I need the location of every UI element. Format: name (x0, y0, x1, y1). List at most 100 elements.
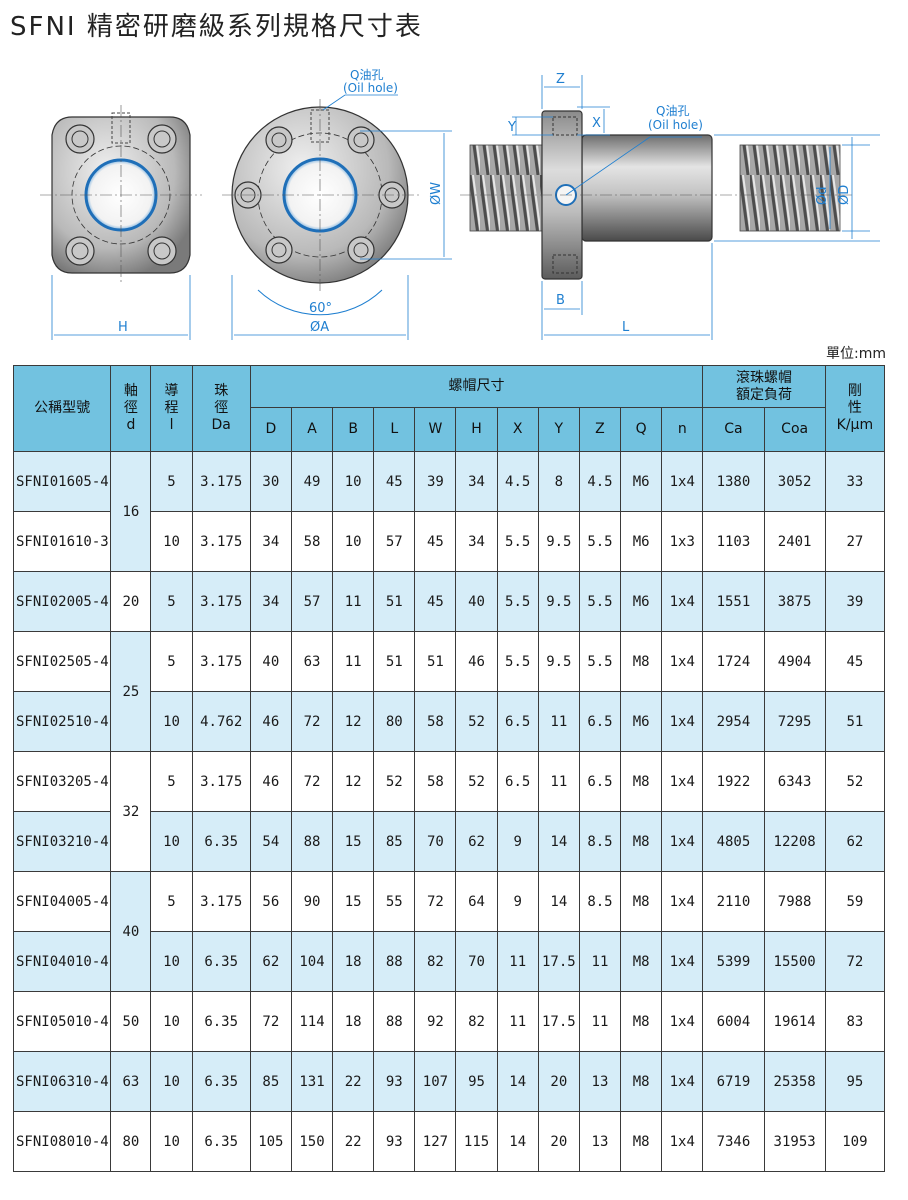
cell-B: 15 (332, 871, 375, 932)
cell-A: 104 (290, 931, 334, 992)
cell-Q: M8 (620, 931, 663, 992)
cell-da: 3.175 (191, 871, 251, 932)
cell-B: 10 (332, 451, 375, 512)
cell-k: 33 (824, 451, 886, 512)
cell-ca: 5399 (702, 931, 765, 992)
dim-w-label: ØW (429, 182, 444, 205)
cell-l: 5 (150, 631, 193, 692)
cell-l: 10 (150, 1051, 193, 1112)
cell-X: 9 (496, 811, 539, 872)
cell-da: 6.35 (191, 931, 251, 992)
cell-da: 4.762 (191, 691, 251, 752)
cell-A: 88 (290, 811, 334, 872)
dim-d-label: Ød (815, 187, 830, 205)
header-sub: Coa (763, 407, 826, 452)
cell-Z: 6.5 (578, 751, 622, 812)
cell-L: 85 (373, 811, 416, 872)
dim-x-label: X (592, 116, 601, 131)
dim-b-label: B (556, 293, 565, 308)
cell-L: 93 (373, 1051, 416, 1112)
cell-k: 95 (824, 1051, 886, 1112)
cell-H: 34 (455, 451, 498, 512)
cell-model: SFNI03205-4 (12, 751, 112, 812)
cell-Q: M8 (620, 871, 663, 932)
dim-angle-label: 60° (309, 301, 332, 316)
cell-shaft-diameter: 40 (110, 871, 152, 992)
cell-coa: 7988 (763, 871, 826, 932)
cell-A: 49 (290, 451, 334, 512)
cell-H: 70 (455, 931, 498, 992)
unit-label: 單位:mm (826, 346, 886, 362)
cell-L: 45 (373, 451, 416, 512)
cell-da: 6.35 (191, 811, 251, 872)
cell-D: 62 (249, 931, 292, 992)
cell-L: 57 (373, 511, 416, 572)
cell-k: 83 (824, 991, 886, 1052)
oil-hole-label-en: (Oil hole) (343, 81, 398, 95)
header-sub: Q (620, 407, 663, 452)
cell-n: 1x4 (661, 991, 704, 1052)
cell-da: 3.175 (191, 631, 251, 692)
cell-Q: M6 (620, 511, 663, 572)
cell-n: 1x4 (661, 571, 704, 632)
header-model: 公稱型號 (12, 365, 112, 452)
header-sub: B (332, 407, 375, 452)
dim-D-label: ØD (837, 185, 852, 205)
dim-y-label: Y (507, 120, 516, 135)
cell-B: 11 (332, 631, 375, 692)
cell-A: 72 (290, 691, 334, 752)
cell-l: 5 (150, 571, 193, 632)
cell-l: 10 (150, 691, 193, 752)
dim-a-label: ØA (310, 320, 329, 335)
cell-ca: 7346 (702, 1111, 765, 1172)
cell-Y: 14 (537, 811, 580, 872)
cell-A: 150 (290, 1111, 334, 1172)
cell-H: 95 (455, 1051, 498, 1112)
header-load: 滾珠螺帽額定負荷 (702, 365, 826, 408)
cell-A: 72 (290, 751, 334, 812)
cell-B: 12 (332, 751, 375, 812)
cell-ca: 1922 (702, 751, 765, 812)
cell-Z: 11 (578, 991, 622, 1052)
cell-Q: M8 (620, 811, 663, 872)
cell-da: 3.175 (191, 571, 251, 632)
cell-Y: 9.5 (537, 511, 580, 572)
cell-l: 5 (150, 451, 193, 512)
cell-Z: 5.5 (578, 631, 622, 692)
oil-hole-label: Q油孔 (350, 68, 383, 82)
cell-n: 1x3 (661, 511, 704, 572)
cell-H: 34 (455, 511, 498, 572)
flange-front-view-round: Q油孔 (Oil hole) ØW 60° ØA (222, 68, 452, 340)
cell-D: 46 (249, 751, 292, 812)
cell-coa: 3052 (763, 451, 826, 512)
cell-n: 1x4 (661, 751, 704, 812)
cell-l: 10 (150, 811, 193, 872)
cell-coa: 7295 (763, 691, 826, 752)
cell-l: 10 (150, 991, 193, 1052)
cell-n: 1x4 (661, 451, 704, 512)
cell-L: 80 (373, 691, 416, 752)
cell-da: 3.175 (191, 511, 251, 572)
cell-Z: 8.5 (578, 811, 622, 872)
cell-n: 1x4 (661, 811, 704, 872)
dim-h-label: H (118, 320, 128, 335)
cell-da: 6.35 (191, 991, 251, 1052)
cell-D: 46 (249, 691, 292, 752)
cell-Z: 4.5 (578, 451, 622, 512)
cell-coa: 12208 (763, 811, 826, 872)
cell-n: 1x4 (661, 931, 704, 992)
cell-W: 127 (414, 1111, 457, 1172)
cell-n: 1x4 (661, 631, 704, 692)
cell-ca: 6004 (702, 991, 765, 1052)
cell-X: 5.5 (496, 631, 539, 692)
cell-D: 105 (249, 1111, 292, 1172)
cell-Y: 9.5 (537, 571, 580, 632)
cell-H: 82 (455, 991, 498, 1052)
cell-A: 114 (290, 991, 334, 1052)
